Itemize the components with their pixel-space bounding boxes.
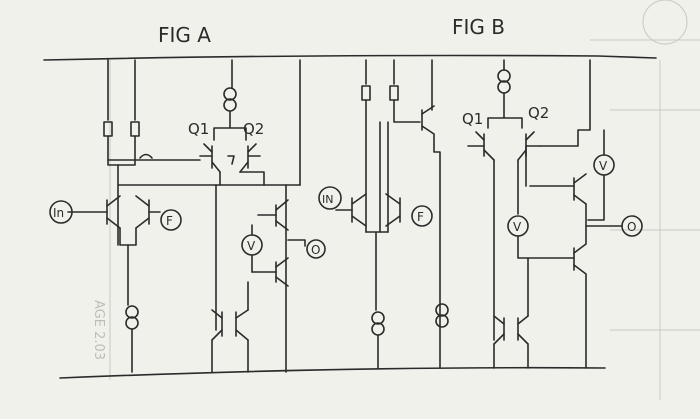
tail-current-source <box>125 305 139 319</box>
svg-text:AGE 2.03: AGE 2.03 <box>91 300 106 360</box>
load-resistor-right <box>130 121 140 137</box>
load-resistor-left <box>103 121 113 137</box>
b-tail-current-source <box>371 311 385 325</box>
b-feedback-label: F <box>417 210 424 224</box>
b-input-label: IN <box>322 193 333 206</box>
b-top-current-source <box>497 69 511 83</box>
b-vbe-label-low: V <box>513 220 522 234</box>
input-label: In <box>53 206 64 220</box>
negative-supply-rail <box>59 366 606 379</box>
b-feedback-terminal <box>411 205 433 227</box>
load-wires <box>107 59 136 121</box>
q2-label: Q2 <box>243 120 264 138</box>
q1-label: Q1 <box>188 120 209 138</box>
b-vbe-label-top: V <box>599 159 608 173</box>
b-q1-label: Q1 <box>462 110 483 128</box>
figure-a-title: FIG A <box>158 23 211 47</box>
b-load-resistor-right <box>389 85 399 101</box>
cross-wires <box>107 159 301 246</box>
b-load-resistor-left <box>361 85 371 101</box>
feedback-terminal <box>160 209 182 231</box>
positive-supply-rail <box>43 54 657 61</box>
vbe-label: V <box>247 239 256 253</box>
output-terminal <box>306 239 326 259</box>
figure-b-title: FIG B <box>452 15 505 39</box>
b-predriver-source <box>435 303 449 317</box>
figure-b: FIG B IN F Q1 Q2 <box>318 15 643 369</box>
top-current-source <box>223 87 237 101</box>
b-q2-label: Q2 <box>528 104 549 122</box>
figure-a: FIG A In F Q1 Q2 <box>49 23 326 373</box>
output-label: O <box>311 243 320 257</box>
b-output-terminal <box>621 215 643 237</box>
input-terminal <box>49 200 73 224</box>
feedback-label: F <box>166 214 173 228</box>
b-output-label: O <box>627 220 636 234</box>
b-input-terminal <box>318 186 342 210</box>
